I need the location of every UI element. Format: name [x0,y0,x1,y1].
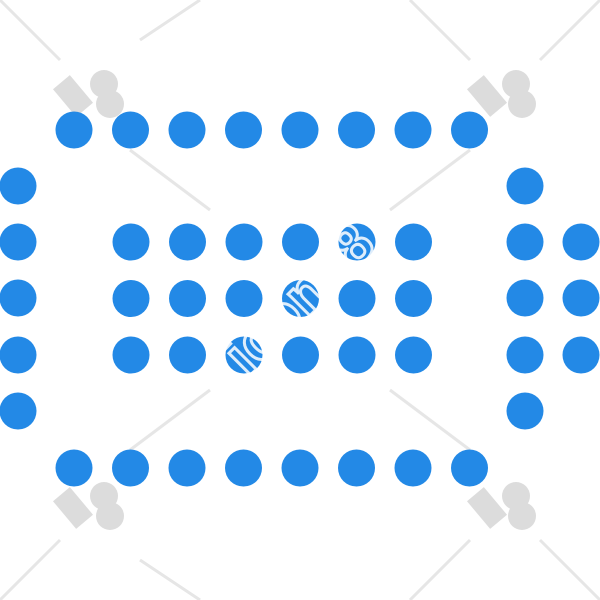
border-dot [0,336,37,374]
terminal-dot [562,336,600,374]
charge-dot [395,223,432,261]
charge-dot [338,223,376,261]
border-dot [281,111,319,149]
charge-dot [225,336,263,374]
border-dot [394,111,432,149]
border-dot [506,336,544,374]
border-dot [0,279,37,317]
border-dot [338,111,375,149]
border-dot [506,279,544,317]
border-dot [168,449,206,487]
terminal-dot [562,223,600,261]
charge-dot [112,223,150,261]
border-dot [0,167,37,205]
watermark-logo-bottom-left [53,482,124,530]
border-dot [506,392,544,430]
border-dot [225,111,262,149]
border-dot [451,111,488,149]
charge-dot [338,336,376,374]
charge-dot [112,280,150,317]
terminal-dot [562,279,600,317]
charge-dot [395,336,432,374]
border-dot [112,111,149,149]
watermark-text: icons8 [211,211,387,387]
border-dot [338,449,375,487]
border-dot [0,223,37,261]
watermark-logo-top-left [53,70,124,118]
charge-dot [338,280,376,317]
charge-dot [169,280,206,317]
watermark-logo-bottom-right [467,482,536,530]
charge-dot [169,336,206,374]
charge-dot [282,223,319,261]
border-dot [506,167,544,205]
watermark-logo-top-right [467,70,536,118]
border-dot [225,449,262,487]
border-dot [168,111,206,149]
charge-dot [112,336,150,374]
border-dot [506,223,544,261]
border-dot [55,449,93,487]
charge-dot [282,280,319,317]
charge-dot [169,223,206,261]
border-dot [112,449,149,487]
border-dot [394,449,432,487]
charge-dot [225,280,263,317]
border-dot [281,449,319,487]
border-dot [451,449,488,487]
border-dot [55,111,93,149]
border-dot [0,392,37,430]
charge-dot [225,223,263,261]
charge-dot [282,336,319,374]
charge-dot [395,280,432,317]
